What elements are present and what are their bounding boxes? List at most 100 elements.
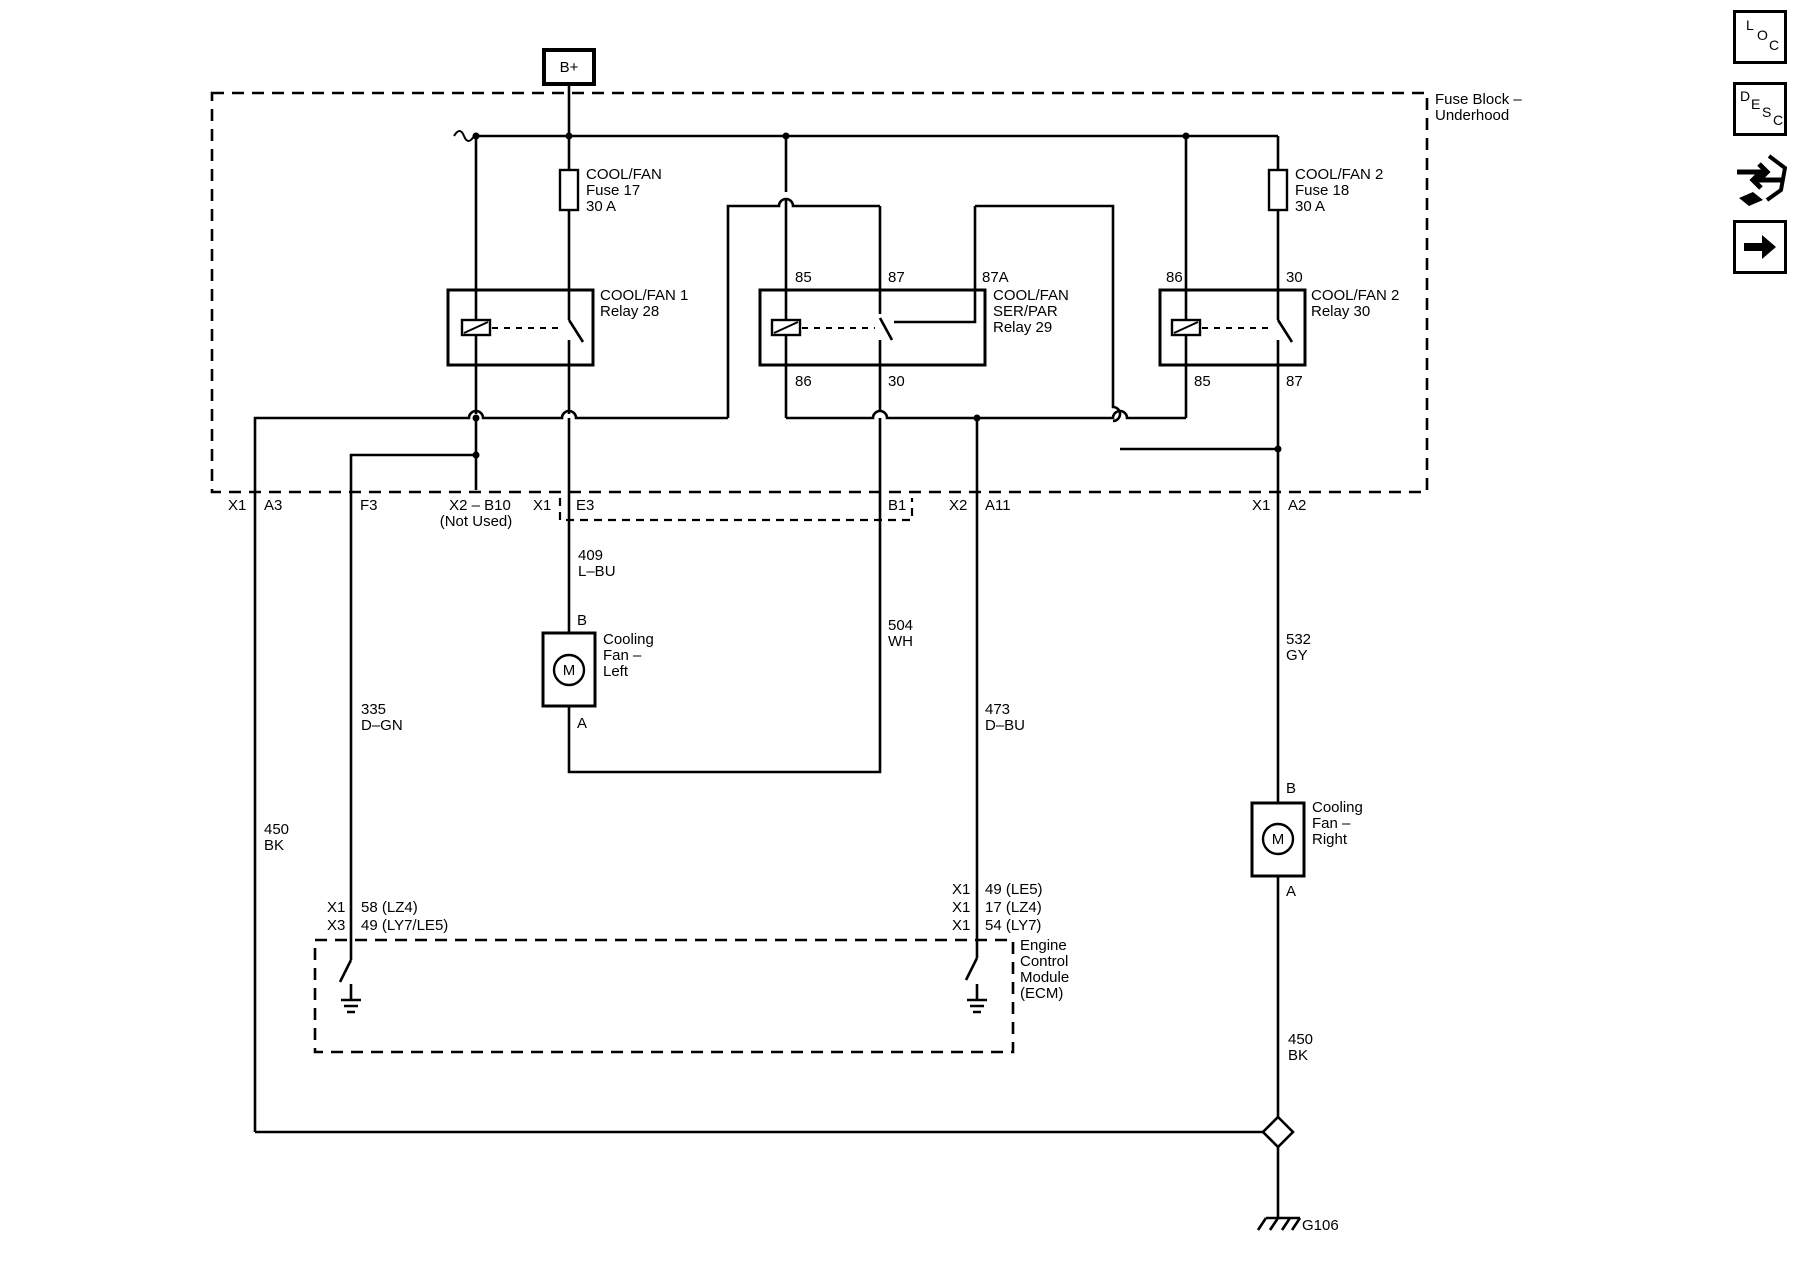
ecm-left-pin-2-x: X3	[327, 917, 345, 934]
conn-b10: X2 – B10	[449, 497, 511, 514]
wire-532-color: GY	[1286, 647, 1308, 664]
wire-473-color: D–BU	[985, 717, 1025, 734]
relay-29: 85 87 87A 86 30 COOL/FAN SER/PAR Relay 2…	[758, 136, 1069, 418]
relay-30-label-1: COOL/FAN 2	[1311, 287, 1399, 304]
bus-break-mark	[453, 130, 475, 142]
wire-450-left-color: BK	[264, 837, 284, 854]
fan-left-pin-b: B	[577, 612, 587, 629]
wire-335-color: D–GN	[361, 717, 403, 734]
ecm-left-pin-2: 49 (LY7/LE5)	[361, 917, 448, 934]
relay-29-pin-87a: 87A	[982, 269, 1009, 286]
ground-icon	[341, 984, 361, 1014]
relay-29-pin-85: 85	[795, 269, 812, 286]
relay-29-pin-30: 30	[888, 373, 905, 390]
wire-409-color: L–BU	[578, 563, 616, 580]
connector-tool-button[interactable]	[1733, 150, 1788, 210]
conn-b10-note: (Not Used)	[440, 513, 513, 530]
conn-e3-pin: E3	[576, 497, 594, 514]
circuit-504-wire	[567, 418, 882, 774]
desc-button[interactable]: D E S C	[1733, 82, 1787, 136]
wire-335-circuit: 335	[361, 701, 386, 718]
relay-30-pin-86: 86	[1166, 269, 1183, 286]
conn-a11-pin: A11	[985, 497, 1011, 514]
relay-28-switch	[567, 319, 585, 343]
ecm-left-pin-1-x: X1	[327, 899, 345, 916]
ecm-left-switch	[338, 959, 353, 983]
wire-409-circuit: 409	[578, 547, 603, 564]
ecm-left-pin-1: 58 (LZ4)	[361, 899, 418, 916]
relay-28: COOL/FAN 1 Relay 28	[446, 136, 688, 414]
relay-29-pin-86: 86	[795, 373, 812, 390]
fuse-block-label-2: Underhood	[1435, 107, 1509, 124]
fan-left-pin-a: A	[577, 715, 587, 732]
fan-right-label-1: Cooling	[1312, 799, 1363, 816]
loc-button[interactable]: L O C	[1733, 10, 1787, 64]
motor-icon	[1261, 822, 1295, 856]
circuit-335-wire	[349, 453, 476, 960]
conn-e3-x: X1	[533, 497, 551, 514]
ecm-right-pin-3: 54 (LY7)	[985, 917, 1041, 934]
relay-28-label-2: Relay 28	[600, 303, 659, 320]
relay-30: 86 30 85 87 COOL/FAN 2 Relay 30	[1158, 136, 1399, 1135]
fan-left-label-2: Fan –	[603, 647, 642, 664]
relay-30-pin-30: 30	[1286, 269, 1303, 286]
relay-29-label-2: SER/PAR	[993, 303, 1058, 320]
chassis-ground-icon	[1256, 1216, 1302, 1231]
next-arrow-icon	[1744, 235, 1776, 259]
relay-29-label-1: COOL/FAN	[993, 287, 1069, 304]
fan-left-symbol: M	[563, 662, 576, 679]
fuse-17-label-2: Fuse 17	[586, 182, 640, 199]
wire-504-color: WH	[888, 633, 913, 650]
ecm-right-switch	[964, 957, 979, 981]
fan-right-label-3: Right	[1312, 831, 1348, 848]
wire-473-circuit: 473	[985, 701, 1010, 718]
relay-30-pin-85: 85	[1194, 373, 1211, 390]
ground-feed-wire	[253, 409, 728, 1132]
splice-dot	[472, 451, 480, 459]
fan-right-pin-b: B	[1286, 780, 1296, 797]
fan-right-pin-a: A	[1286, 883, 1296, 900]
relay-29-label-3: Relay 29	[993, 319, 1052, 336]
fuse-17-label-3: 30 A	[586, 198, 616, 215]
ecm-label-4: (ECM)	[1020, 985, 1063, 1002]
ecm-label-1: Engine	[1020, 937, 1067, 954]
loc-icon: L O C	[1746, 17, 1780, 53]
fuse-18: COOL/FAN 2 Fuse 18 30 A	[1267, 136, 1383, 215]
battery-source: B+	[542, 48, 596, 86]
conn-a2-x: X1	[1252, 497, 1270, 514]
fuse-17-label-1: COOL/FAN	[586, 166, 662, 183]
fan-left-label-3: Left	[603, 663, 629, 680]
ground-splice-icon	[1261, 1115, 1295, 1149]
fuse-17: COOL/FAN Fuse 17 30 A	[558, 136, 662, 215]
fuse-18-label-3: 30 A	[1295, 198, 1325, 215]
fuse-block-label-1: Fuse Block –	[1435, 91, 1522, 108]
wire-450-left-circuit: 450	[264, 821, 289, 838]
relay-29-pin-87-wire	[726, 197, 880, 418]
relay-28-label-1: COOL/FAN 1	[600, 287, 688, 304]
fan-right-symbol: M	[1272, 831, 1285, 848]
ecm-label-2: Control	[1020, 953, 1068, 970]
fuse-18-label-1: COOL/FAN 2	[1295, 166, 1383, 183]
ground-icon	[967, 984, 987, 1014]
relay-control-wire	[786, 409, 1186, 420]
conn-a2-pin: A2	[1288, 497, 1306, 514]
ecm-right-pin-2-x: X1	[952, 899, 970, 916]
fan-left-label-1: Cooling	[603, 631, 654, 648]
motor-icon	[552, 653, 586, 687]
next-button[interactable]	[1733, 220, 1787, 274]
fuse-18-label-2: Fuse 18	[1295, 182, 1349, 199]
wire-532-circuit: 532	[1286, 631, 1311, 648]
fuse-block-boundary	[210, 91, 1429, 494]
relay-30-label-2: Relay 30	[1311, 303, 1370, 320]
ecm-right-pin-1: 49 (LE5)	[985, 881, 1043, 898]
ecm-label-3: Module	[1020, 969, 1069, 986]
conn-a3-x: X1	[228, 497, 246, 514]
connector-tool-icon	[1737, 154, 1788, 206]
wire-450-right-circuit: 450	[1288, 1031, 1313, 1048]
ecm-right-pin-1-x: X1	[952, 881, 970, 898]
fan-right-label-2: Fan –	[1312, 815, 1351, 832]
battery-source-label: B+	[560, 59, 579, 76]
wire-450-right-color: BK	[1288, 1047, 1308, 1064]
connector-x1-shroud	[558, 498, 914, 522]
splice-dot	[1274, 445, 1282, 453]
